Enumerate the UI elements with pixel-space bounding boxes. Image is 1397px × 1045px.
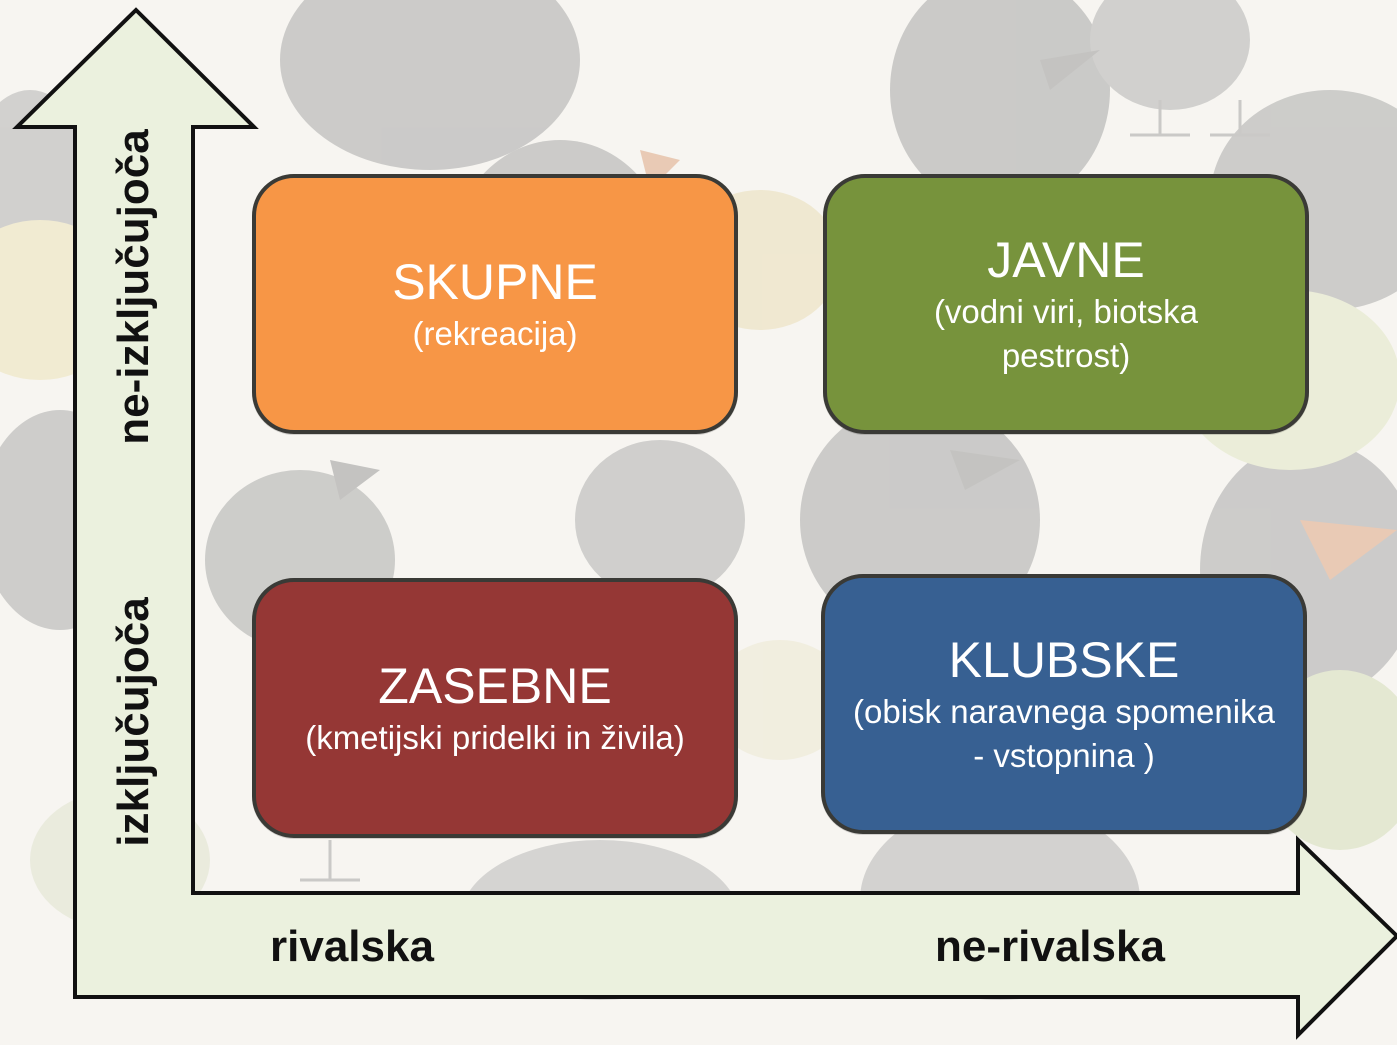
x-axis-label-left: rivalska: [270, 922, 434, 971]
y-axis-label-top: ne-izključujoča: [109, 129, 158, 445]
quadrant-klubske: KLUBSKE (obisk naravnega spomenika - vst…: [821, 574, 1307, 834]
quadrant-skupne-description: (rekreacija): [412, 315, 578, 352]
quadrant-javne-title: JAVNE: [987, 232, 1145, 288]
quadrant-zasebne-title: ZASEBNE: [378, 658, 612, 714]
quadrant-zasebne: ZASEBNE (kmetijski pridelki in živila): [252, 578, 738, 838]
quadrant-skupne-title: SKUPNE: [392, 254, 598, 310]
x-axis-label-right: ne-rivalska: [935, 922, 1165, 971]
quadrant-javne: JAVNE (vodni viri, biotska pestrost): [823, 174, 1309, 434]
x-axis-arrow: [73, 835, 1397, 1040]
quadrant-klubske-description: (obisk naravnega spomenika - vstopnina ): [853, 693, 1275, 774]
quadrant-skupne: SKUPNE (rekreacija): [252, 174, 738, 434]
quadrant-zasebne-description: (kmetijski pridelki in živila): [305, 719, 685, 756]
quadrant-javne-description: (vodni viri, biotska pestrost): [933, 293, 1199, 374]
y-axis-label-bottom: izključujoča: [109, 597, 158, 847]
quadrant-klubske-title: KLUBSKE: [948, 632, 1180, 688]
